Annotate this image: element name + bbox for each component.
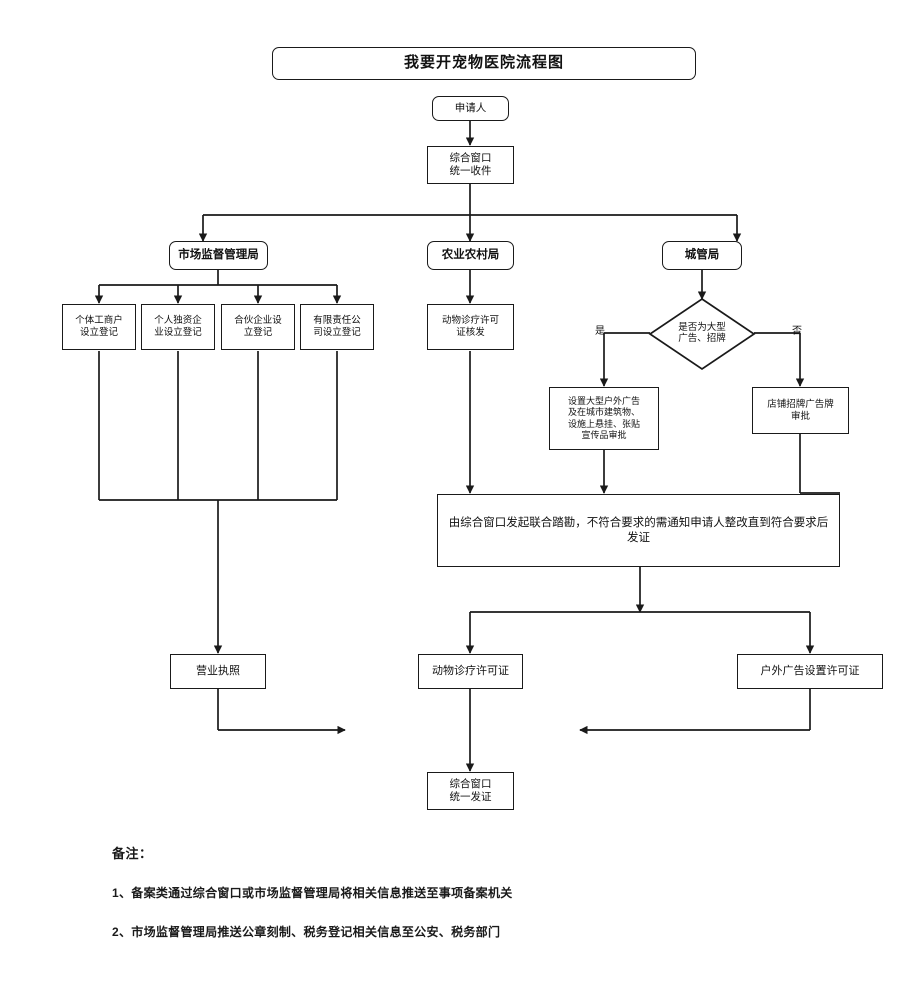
node-dept-urban-management: 城管局: [662, 241, 742, 270]
node-animal-clinic-permit-issue: 动物诊疗许可 证核发: [427, 304, 514, 350]
node-result-animal-clinic-permit: 动物诊疗许可证: [418, 654, 523, 689]
node-result-business-license: 营业执照: [170, 654, 266, 689]
node-applicant: 申请人: [432, 96, 509, 121]
node-intake-window: 综合窗口 统一收件: [427, 146, 514, 184]
node-registration-limited-company: 有限责任公 司设立登记: [300, 304, 374, 350]
notes-section: 备注： 1、备案类通过综合窗口或市场监督管理局将相关信息推送至事项备案机关 2、…: [112, 843, 812, 962]
node-dept-agriculture: 农业农村局: [427, 241, 514, 270]
node-registration-sole-proprietorship: 个人独资企 业设立登记: [141, 304, 215, 350]
note-item-2: 2、市场监督管理局推送公章刻制、税务登记相关信息至公安、税务部门: [112, 925, 501, 939]
node-joint-survey-band: 由综合窗口发起联合踏勘，不符合要求的需通知申请人整改直到符合要求后发证: [437, 494, 840, 567]
node-registration-individual: 个体工商户 设立登记: [62, 304, 136, 350]
page-title: 我要开宠物医院流程图: [403, 54, 564, 72]
edge-label-no: 否: [792, 326, 802, 337]
node-decision-large-ad-shape: [648, 297, 756, 371]
node-large-outdoor-ad-approval: 设置大型户外广告 及在城市建筑物、 设施上悬挂、张贴 宣传品审批: [549, 387, 659, 450]
node-result-outdoor-ad-permit: 户外广告设置许可证: [737, 654, 883, 689]
node-registration-partnership: 合伙企业设 立登记: [221, 304, 295, 350]
node-final-issue-window: 综合窗口 统一发证: [427, 772, 514, 810]
note-item-1: 1、备案类通过综合窗口或市场监督管理局将相关信息推送至事项备案机关: [112, 886, 513, 900]
diagram-title-box: 我要开宠物医院流程图: [272, 47, 696, 80]
node-dept-market-supervision: 市场监督管理局: [169, 241, 268, 270]
edge-label-yes: 是: [595, 326, 605, 337]
node-shop-sign-ad-approval: 店铺招牌广告牌 审批: [752, 387, 849, 434]
notes-heading: 备注：: [112, 846, 153, 861]
